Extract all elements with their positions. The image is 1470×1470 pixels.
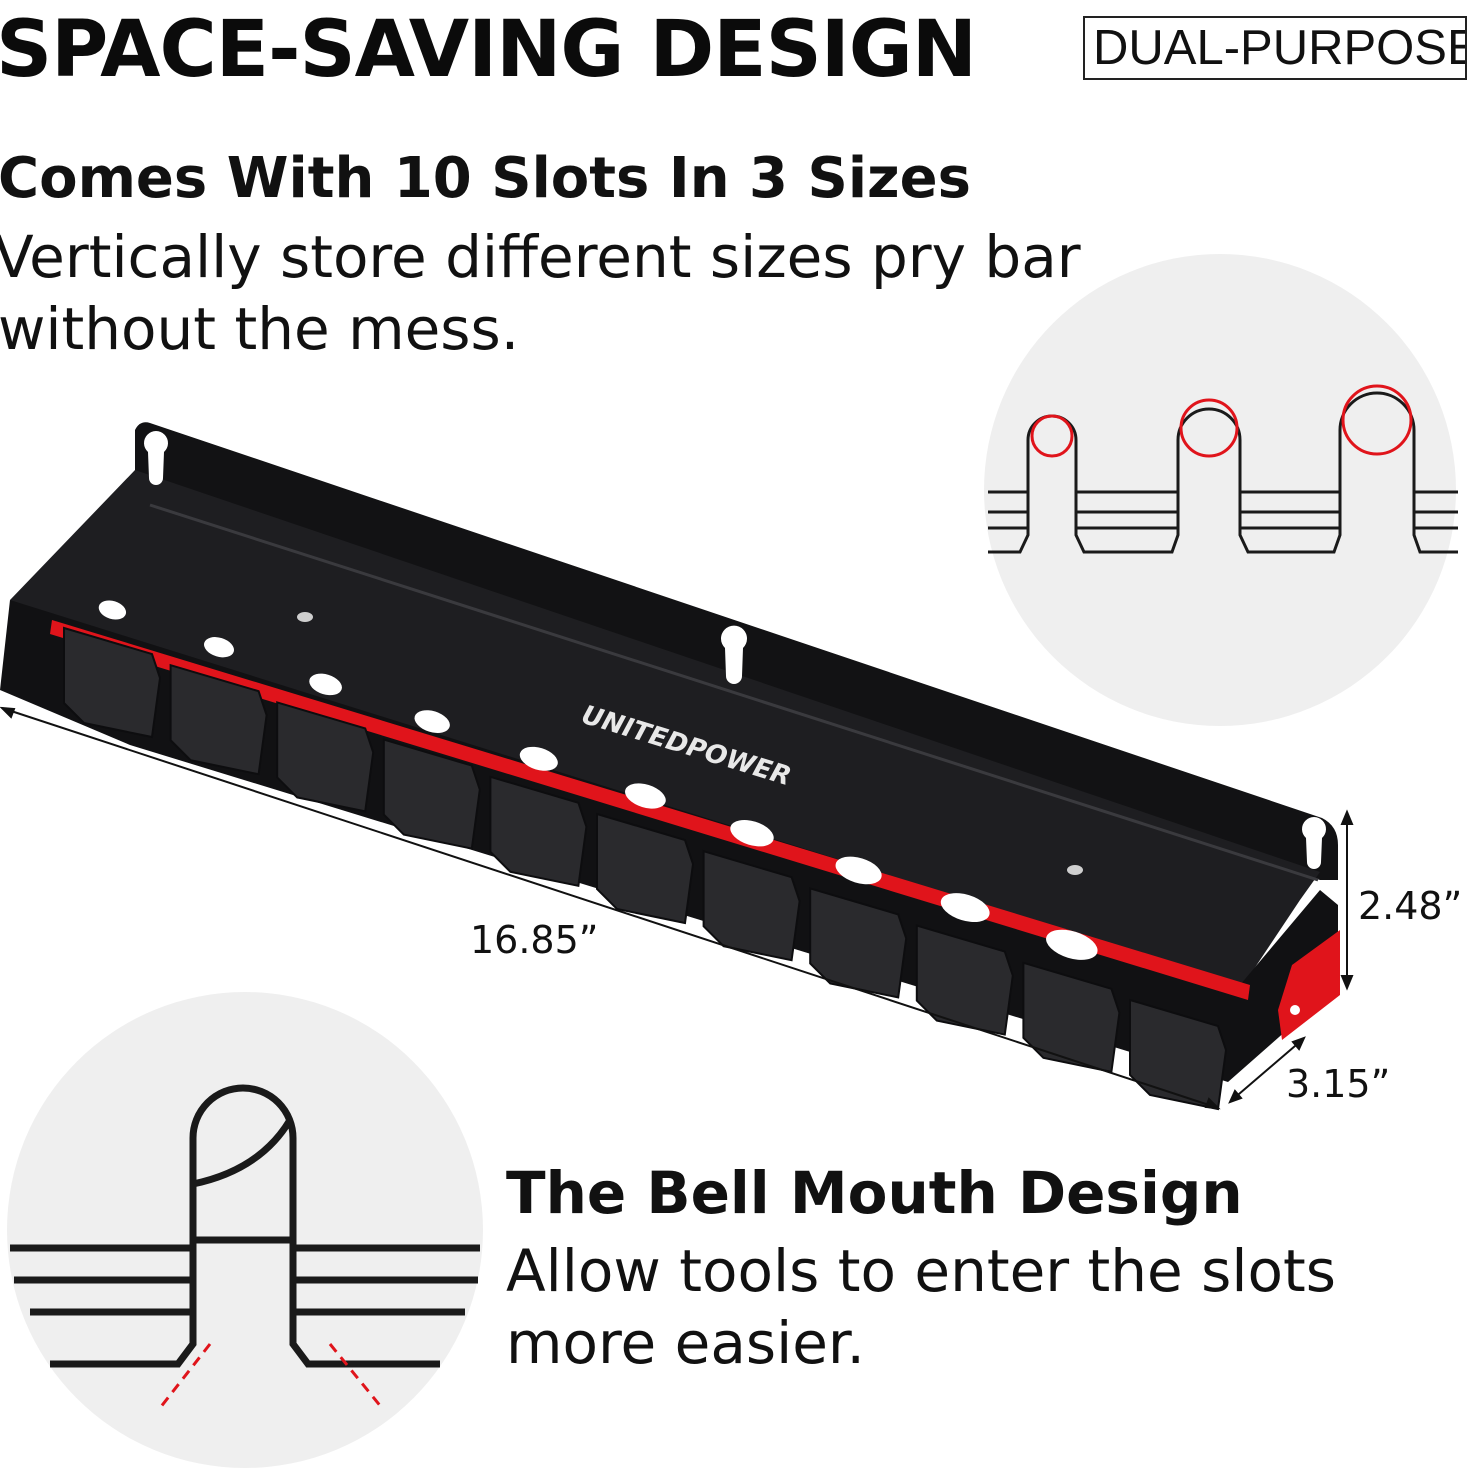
bell-mouth-heading: The Bell Mouth Design (506, 1159, 1243, 1227)
slot-block (382, 738, 481, 850)
slot-block (596, 812, 695, 925)
slots-body-line-1: Vertically store different sizes pry bar (0, 223, 1081, 291)
slot-block (915, 924, 1014, 1036)
slot-opening (309, 673, 342, 696)
slot-opening (625, 783, 666, 809)
slot-opening (835, 856, 882, 885)
slot-block (276, 701, 375, 813)
slots-heading: Comes With 10 Slots In 3 Sizes (0, 146, 971, 211)
dimension-lines (0, 706, 1354, 1110)
dual-purpose-badge: DUAL-PURPOSE (1083, 16, 1467, 80)
slot-block (63, 626, 162, 739)
slot-opening (730, 819, 774, 847)
bell-mouth-body-line-2: more easier. (506, 1309, 865, 1377)
slot-opening (940, 893, 990, 923)
slot-opening (414, 710, 450, 733)
slot-block (489, 775, 588, 887)
bell-mouth-detail-circle (7, 992, 483, 1468)
slot-opening (519, 746, 558, 771)
slot-opening (1046, 929, 1098, 960)
bell-mouth-body-line-1: Allow tools to enter the slots (506, 1237, 1336, 1305)
page-title: SPACE-SAVING DESIGN (0, 5, 977, 95)
slot-block (169, 663, 268, 776)
slot-opening (204, 637, 234, 658)
slot-block (1022, 961, 1121, 1073)
slots-body-line-2: without the mess. (0, 295, 520, 363)
length-dimension-label: 16.85” (470, 918, 599, 962)
slot-sizes-detail-circle (984, 254, 1458, 726)
pry-bar-rack-image: UNITEDPOWER (0, 422, 1340, 1111)
slot-block (702, 849, 801, 962)
height-dimension-label: 2.48” (1358, 884, 1463, 928)
slot-opening (98, 600, 127, 620)
slot-block (809, 887, 908, 999)
depth-dimension-label: 3.15” (1286, 1062, 1391, 1106)
